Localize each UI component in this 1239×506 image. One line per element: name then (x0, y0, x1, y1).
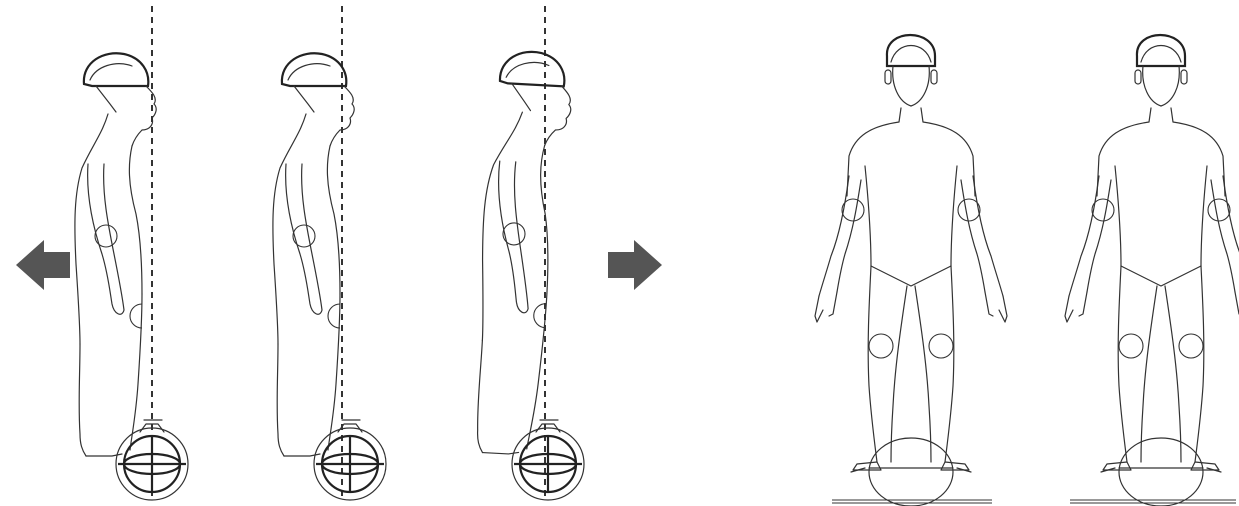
front-view-rider-2 (1065, 35, 1239, 506)
side-view-upright (273, 6, 386, 500)
wheel-icon (314, 420, 386, 500)
side-view-lean-backward (75, 6, 188, 500)
wheel-icon (1101, 438, 1221, 506)
wheel-icon (116, 420, 188, 500)
front-view-rider-1 (815, 35, 1007, 506)
arrow-left-icon (16, 240, 70, 290)
side-view-lean-forward (471, 6, 584, 500)
wheel-icon (512, 420, 584, 500)
wheel-icon (851, 438, 971, 506)
arrow-right-icon (608, 240, 662, 290)
